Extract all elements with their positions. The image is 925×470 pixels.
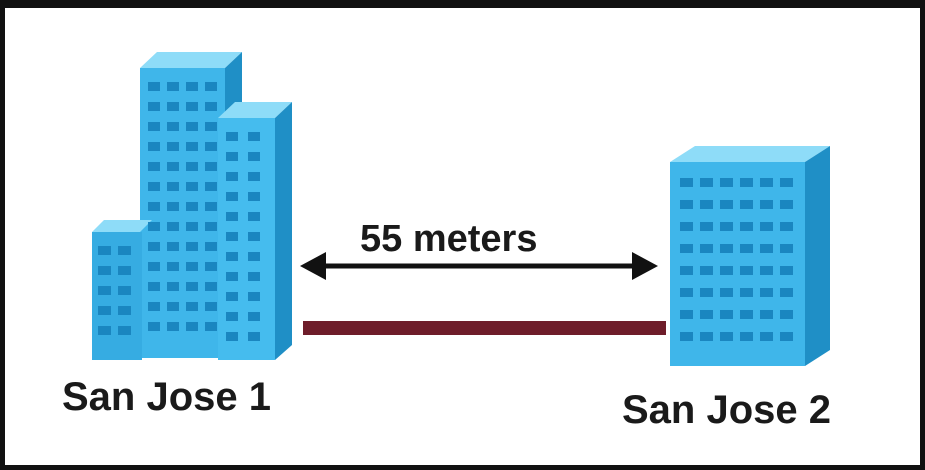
distance-arrow-icon <box>300 252 658 280</box>
building-san-jose-2-icon <box>670 146 830 366</box>
building-san-jose-1-icon <box>92 52 292 360</box>
connecting-cable <box>303 321 666 335</box>
site-label-san-jose-1: San Jose 1 <box>62 375 272 419</box>
site-label-san-jose-2: San Jose 2 <box>622 388 832 432</box>
distance-label: 55 meters <box>360 218 538 260</box>
